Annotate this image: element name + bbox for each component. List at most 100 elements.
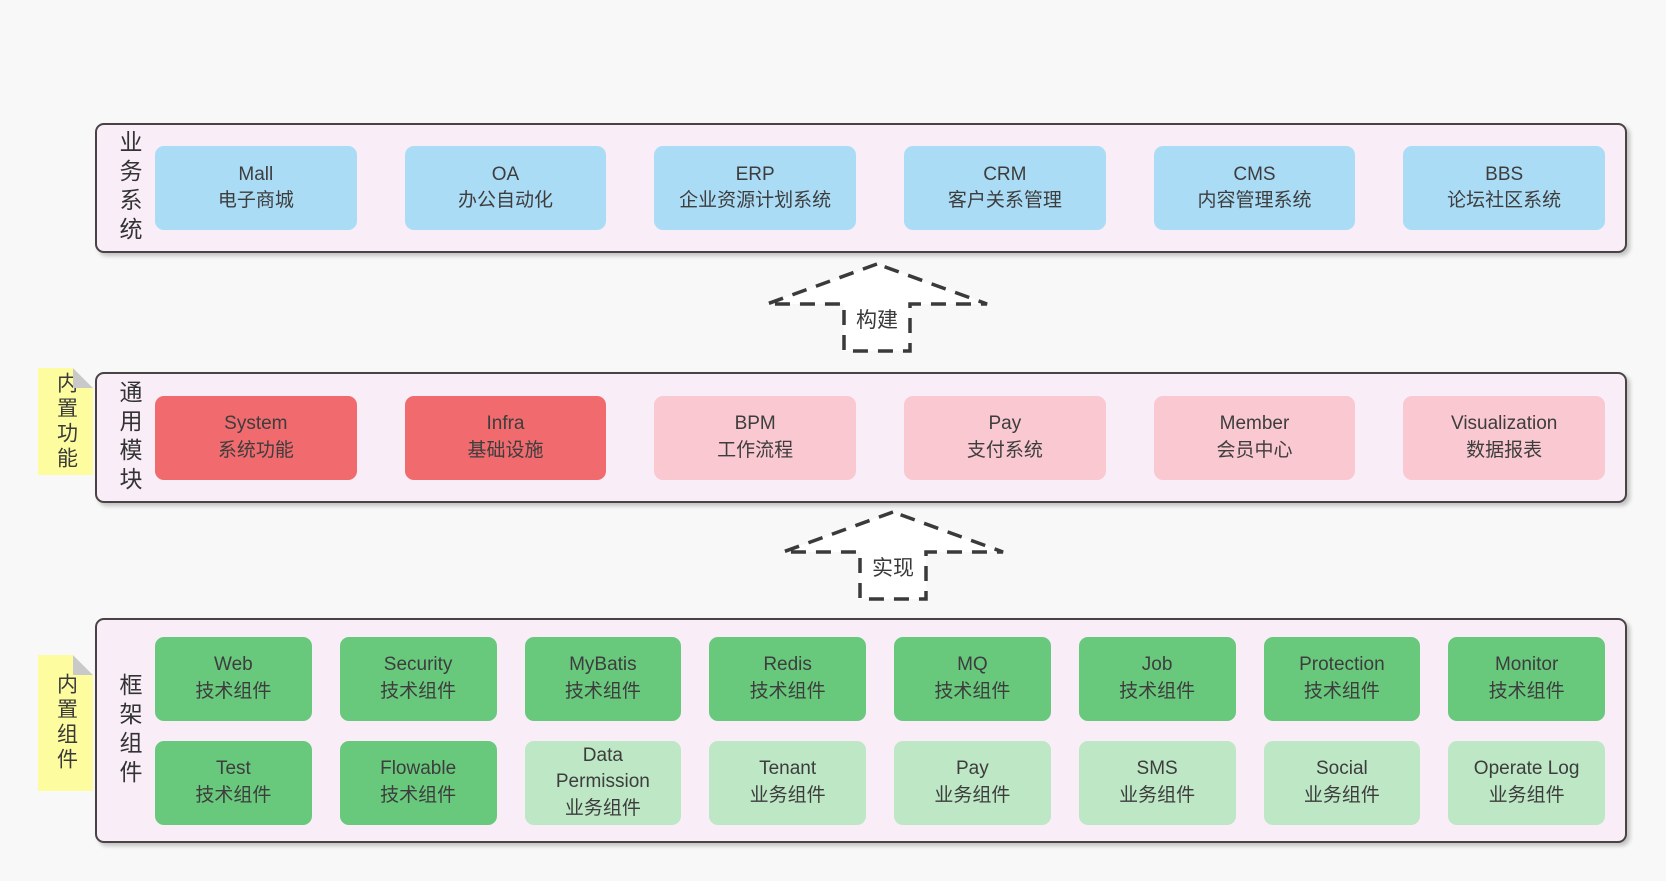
- box-member: Member 会员中心: [1153, 395, 1356, 480]
- box-title: MQ: [957, 654, 988, 676]
- box-subtitle: 技术组件: [749, 680, 826, 702]
- box-test: Test 技术组件: [155, 740, 312, 825]
- box-subtitle: 办公自动化: [457, 190, 553, 211]
- box-subtitle: 企业资源计划系统: [679, 190, 832, 211]
- box-security: Security 技术组件: [339, 636, 497, 721]
- box-pay-biz: Pay 业务组件: [894, 740, 1051, 825]
- framework-components-row-1: Web 技术组件 Security 技术组件 MyBatis 技术组件 Redi…: [155, 636, 1605, 721]
- box-visualization: Visualization 数据报表: [1403, 395, 1605, 480]
- box-title: BPM: [734, 413, 776, 435]
- box-flowable: Flowable 技术组件: [339, 740, 497, 825]
- framework-components-row-2: Test 技术组件 Flowable 技术组件 Data Permission …: [155, 740, 1605, 825]
- box-title: BBS: [1485, 163, 1524, 185]
- box-title: Flowable: [380, 758, 457, 780]
- box-operate-log: Operate Log 业务组件: [1448, 740, 1605, 825]
- box-mq: MQ 技术组件: [894, 636, 1051, 721]
- layer-framework-components: 框架组件 Web 技术组件 Security 技术组件 MyBatis 技术组件…: [95, 618, 1627, 843]
- box-subtitle: 业务组件: [749, 784, 826, 806]
- layer-label-framework-components: 框架组件: [116, 672, 142, 789]
- box-redis: Redis 技术组件: [709, 636, 866, 721]
- box-title: Redis: [763, 654, 812, 676]
- folded-corner-icon: [73, 368, 93, 388]
- build-arrow: 构建: [757, 261, 997, 355]
- box-subtitle: 电子商城: [217, 190, 294, 211]
- box-title: Pay: [988, 413, 1022, 435]
- box-title: Social: [1316, 758, 1368, 780]
- box-erp: ERP 企业资源计划系统: [654, 146, 856, 230]
- box-title: Tenant: [759, 758, 817, 780]
- box-cms: CMS 内容管理系统: [1153, 146, 1356, 230]
- box-subtitle: 技术组件: [1488, 680, 1565, 702]
- box-title: SMS: [1136, 758, 1178, 780]
- box-title: CRM: [983, 163, 1027, 185]
- box-monitor: Monitor 技术组件: [1448, 636, 1605, 721]
- box-title: Member: [1219, 413, 1290, 435]
- box-subtitle: 论坛社区系统: [1447, 190, 1562, 211]
- box-social: Social 业务组件: [1263, 740, 1421, 825]
- box-subtitle: 技术组件: [1303, 680, 1380, 702]
- box-subtitle: 技术组件: [564, 680, 641, 702]
- box-subtitle: 技术组件: [1119, 680, 1196, 702]
- box-subtitle: 业务组件: [1303, 784, 1380, 806]
- sticky-note-built-in-features: 内置功能: [38, 368, 93, 475]
- box-subtitle: 系统功能: [217, 439, 294, 461]
- box-subtitle: 支付系统: [966, 439, 1043, 461]
- box-data-permission: Data Permission 业务组件: [524, 740, 682, 825]
- box-subtitle: 业务组件: [934, 784, 1011, 806]
- box-title: Pay: [956, 758, 989, 780]
- box-title: Web: [214, 654, 253, 676]
- box-title: Protection: [1299, 654, 1385, 676]
- box-subtitle: 技术组件: [380, 680, 457, 702]
- box-subtitle: 业务组件: [1488, 784, 1565, 806]
- box-tenant: Tenant 业务组件: [709, 740, 866, 825]
- box-subtitle: 技术组件: [380, 784, 457, 806]
- layer-label-common-modules: 通用模块: [116, 379, 142, 496]
- box-crm: CRM 客户关系管理: [904, 146, 1106, 230]
- common-modules-box-row: System 系统功能 Infra 基础设施 BPM 工作流程 Pay 支付系统…: [155, 374, 1605, 501]
- box-title: Visualization: [1451, 413, 1558, 435]
- box-title: Infra: [486, 413, 525, 435]
- layer-label-business-systems: 业务系统: [116, 130, 142, 246]
- box-title: Test: [215, 758, 251, 780]
- business-systems-box-row: Mall 电子商城 OA 办公自动化 ERP 企业资源计划系统 CRM 客户关系…: [155, 125, 1605, 251]
- box-subtitle: 技术组件: [195, 784, 272, 806]
- box-system: System 系统功能: [155, 395, 357, 480]
- box-title: Data Permission: [555, 745, 650, 793]
- box-pay: Pay 支付系统: [904, 395, 1106, 480]
- layer-common-modules: 通用模块 System 系统功能 Infra 基础设施 BPM 工作流程 Pay…: [95, 372, 1627, 503]
- box-subtitle: 技术组件: [195, 680, 272, 702]
- box-title: OA: [491, 163, 520, 185]
- box-sms: SMS 业务组件: [1078, 740, 1236, 825]
- box-subtitle: 技术组件: [934, 680, 1011, 702]
- box-infra: Infra 基础设施: [404, 395, 607, 480]
- box-oa: OA 办公自动化: [404, 146, 607, 230]
- box-mall: Mall 电子商城: [155, 146, 357, 230]
- box-title: MyBatis: [569, 654, 637, 676]
- box-subtitle: 内容管理系统: [1197, 190, 1312, 211]
- box-subtitle: 基础设施: [467, 439, 544, 461]
- implement-arrow-label: 实现: [869, 552, 917, 582]
- layer-business-systems: 业务系统 Mall 电子商城 OA 办公自动化 ERP 企业资源计划系统 CRM…: [95, 123, 1627, 253]
- sticky-note-built-in-components: 内置组件: [38, 655, 93, 791]
- box-mybatis: MyBatis 技术组件: [524, 636, 682, 721]
- sticky-note-text: 内置功能: [54, 371, 78, 472]
- box-web: Web 技术组件: [155, 636, 312, 721]
- box-subtitle: 业务组件: [1119, 784, 1196, 806]
- sticky-note-text: 内置组件: [54, 673, 78, 773]
- box-subtitle: 客户关系管理: [947, 190, 1062, 211]
- box-bbs: BBS 论坛社区系统: [1403, 146, 1605, 230]
- box-subtitle: 工作流程: [717, 439, 794, 461]
- box-protection: Protection 技术组件: [1263, 636, 1421, 721]
- folded-corner-icon: [73, 655, 93, 675]
- implement-arrow: 实现: [773, 509, 1013, 603]
- box-bpm: BPM 工作流程: [654, 395, 856, 480]
- build-arrow-label: 构建: [853, 304, 901, 334]
- box-title: ERP: [735, 163, 775, 185]
- box-title: Mall: [238, 163, 274, 185]
- box-subtitle: 会员中心: [1216, 439, 1293, 461]
- box-title: Security: [383, 654, 453, 676]
- box-title: Job: [1141, 654, 1173, 676]
- box-title: Monitor: [1494, 654, 1559, 676]
- framework-components-rows: Web 技术组件 Security 技术组件 MyBatis 技术组件 Redi…: [155, 620, 1605, 841]
- box-title: Operate Log: [1473, 758, 1580, 780]
